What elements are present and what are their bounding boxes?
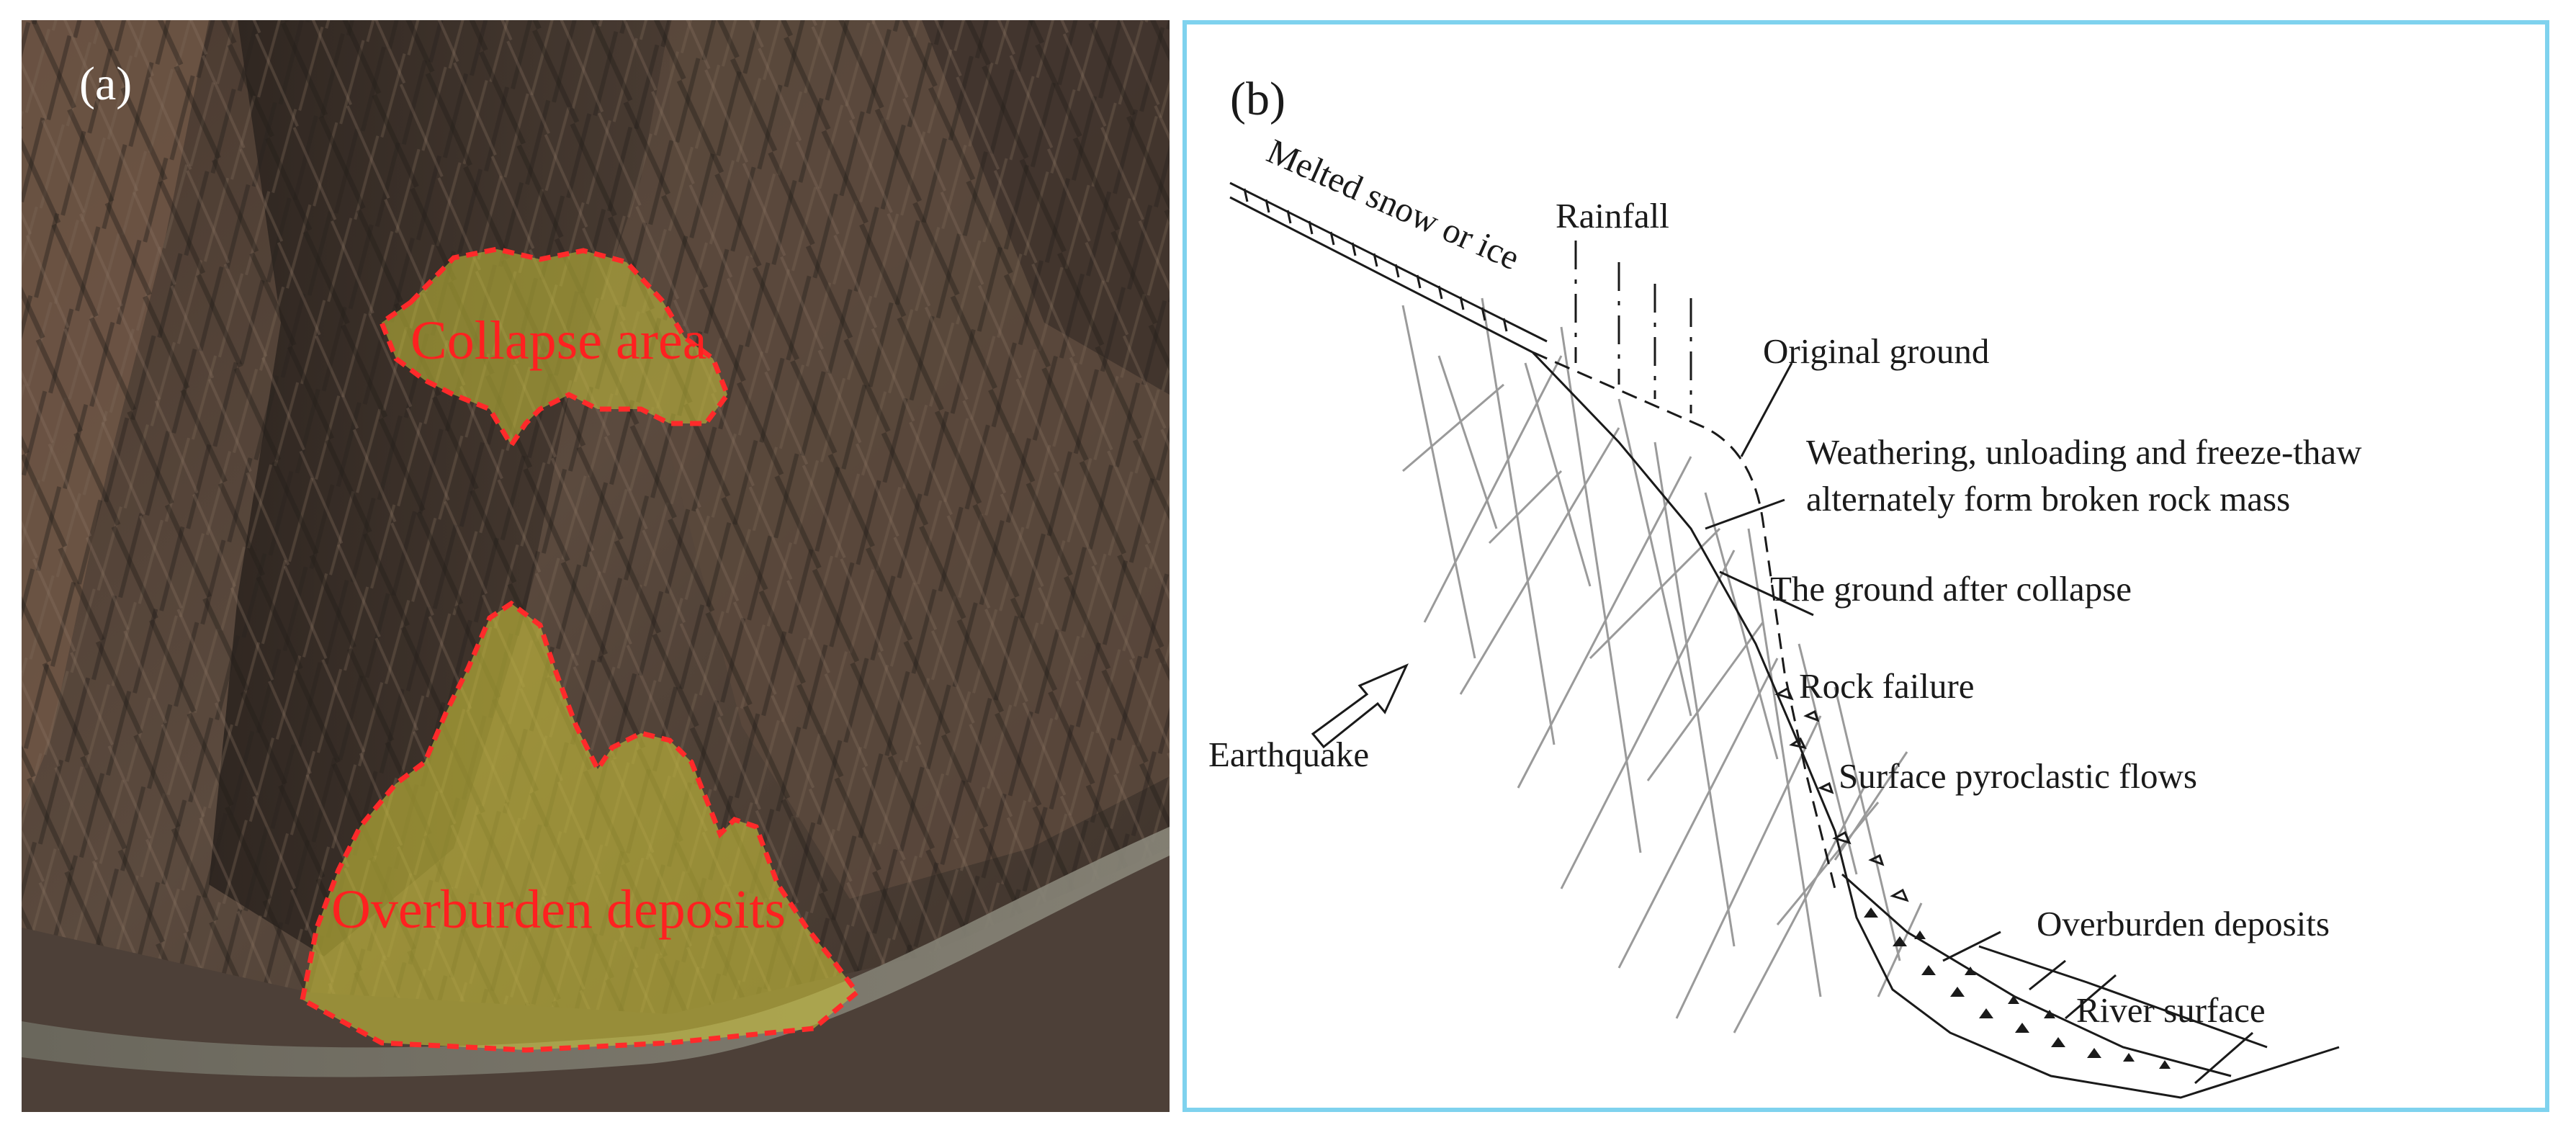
ground-after-collapse-label: The ground after collapse (1770, 569, 2132, 609)
overburden-deposits-region (300, 600, 861, 1053)
collapse-area-region (378, 246, 730, 450)
panel-b-diagram: (b) Melted snow or ice Rainfall Original… (1182, 20, 2549, 1112)
overburden-deposits-label-b: Overburden deposits (2037, 904, 2330, 943)
panel-a-photo: (a) Collapse area Overburden deposits (22, 20, 1170, 1112)
terrain-photo: (a) Collapse area Overburden deposits (22, 20, 1170, 1112)
rock-failure-label: Rock failure (1799, 666, 1975, 706)
panel-a-tag: (a) (79, 58, 132, 110)
overburden-leader (2065, 974, 2117, 1020)
overburden-deposits-label: Overburden deposits (331, 879, 786, 940)
earthquake-label: Earthquake (1208, 735, 1369, 774)
collapse-area-label: Collapse area (410, 310, 706, 371)
river-surface-leader (2194, 1031, 2253, 1085)
collapse-schematic: (b) Melted snow or ice Rainfall Original… (1208, 73, 2362, 1099)
deposit-wedge (1841, 873, 2268, 1077)
surface-flows-label: Surface pyroclastic flows (1839, 756, 2197, 796)
rainfall-label: Rainfall (1556, 196, 1669, 236)
original-ground-line (1532, 351, 1836, 889)
original-ground-leader (1740, 362, 1793, 457)
deposit-debris (1864, 907, 2171, 1069)
original-ground-label: Original ground (1763, 331, 1989, 371)
panel-b-tag: (b) (1230, 73, 1285, 125)
weathering-label-line1: Weathering, unloading and freeze-thaw (1806, 432, 2362, 472)
broken-rock-joints (1401, 297, 1923, 1033)
river-surface-label: River surface (2076, 990, 2266, 1030)
rainfall-marks (1574, 241, 1692, 413)
ground-after-collapse-line (1531, 351, 2340, 1099)
weathering-label-line2: alternately form broken rock mass (1806, 479, 2290, 519)
rock-failure-fragments (1774, 686, 1909, 902)
earthquake-arrow-icon (1311, 663, 1409, 749)
weathering-leader (1705, 498, 1785, 530)
snow-ice-band (1229, 181, 1548, 354)
melted-snow-label: Melted snow or ice (1262, 131, 1526, 278)
ground-after-collapse-leader (1719, 570, 1814, 616)
